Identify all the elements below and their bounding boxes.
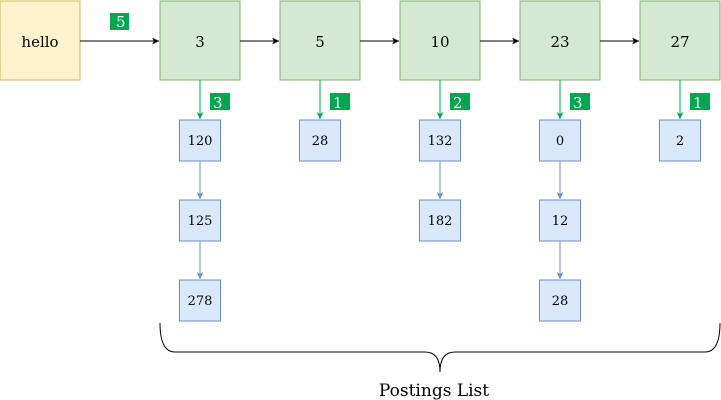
doc-chain: 3 5 10 23 27: [159, 0, 721, 81]
doc-id-label: 27: [670, 33, 689, 51]
posting-position: 132: [428, 134, 453, 149]
doc-id-label: 23: [550, 33, 569, 51]
posting-node: 278: [179, 279, 221, 322]
posting-position: 182: [428, 214, 453, 229]
doc-node-5: 5: [279, 0, 361, 81]
term-frequency-value: 2: [453, 94, 463, 112]
doc-id-label: 10: [430, 33, 449, 51]
posting-node: 0: [539, 119, 581, 162]
postings-list-caption: Postings List: [379, 381, 489, 400]
posting-node: 132: [419, 119, 461, 162]
doc-node-10: 10: [399, 0, 481, 81]
posting-node: 2: [659, 119, 701, 162]
posting-position: 120: [188, 134, 213, 149]
term-frequency-value: 3: [213, 94, 223, 112]
posting-position: 28: [552, 294, 569, 309]
term-frequency-badge: 1: [690, 93, 710, 112]
doc-node-3: 3: [159, 0, 241, 81]
doc-frequency-badge: 5: [110, 13, 129, 31]
posting-node: 125: [179, 199, 221, 242]
posting-node: 12: [539, 199, 581, 242]
posting-node: 28: [539, 279, 581, 322]
term-label: hello: [21, 33, 58, 51]
term-frequency-value: 1: [693, 94, 703, 112]
doc-id-label: 5: [315, 33, 325, 51]
posting-position: 28: [312, 134, 329, 149]
term-frequency-badge: 1: [330, 93, 350, 112]
posting-position: 0: [556, 134, 564, 149]
posting-position: 278: [188, 294, 213, 309]
term-frequency-value: 1: [333, 94, 343, 112]
term-frequency-badge: 3: [570, 93, 590, 112]
posting-position: 12: [552, 214, 569, 229]
posting-node: 120: [179, 119, 221, 162]
doc-node-27: 27: [639, 0, 721, 81]
doc-id-label: 3: [195, 33, 205, 51]
postings-brace: [159, 322, 721, 373]
posting-position: 2: [676, 134, 684, 149]
term-frequency-badge: 3: [210, 93, 230, 112]
term-node: hello: [0, 0, 81, 81]
term-frequency-badge: 2: [450, 93, 470, 112]
doc-frequency-value: 5: [116, 13, 126, 31]
posting-node: 182: [419, 199, 461, 242]
doc-node-23: 23: [519, 0, 601, 81]
posting-node: 28: [299, 119, 341, 162]
term-frequency-value: 3: [573, 94, 583, 112]
posting-position: 125: [188, 214, 213, 229]
